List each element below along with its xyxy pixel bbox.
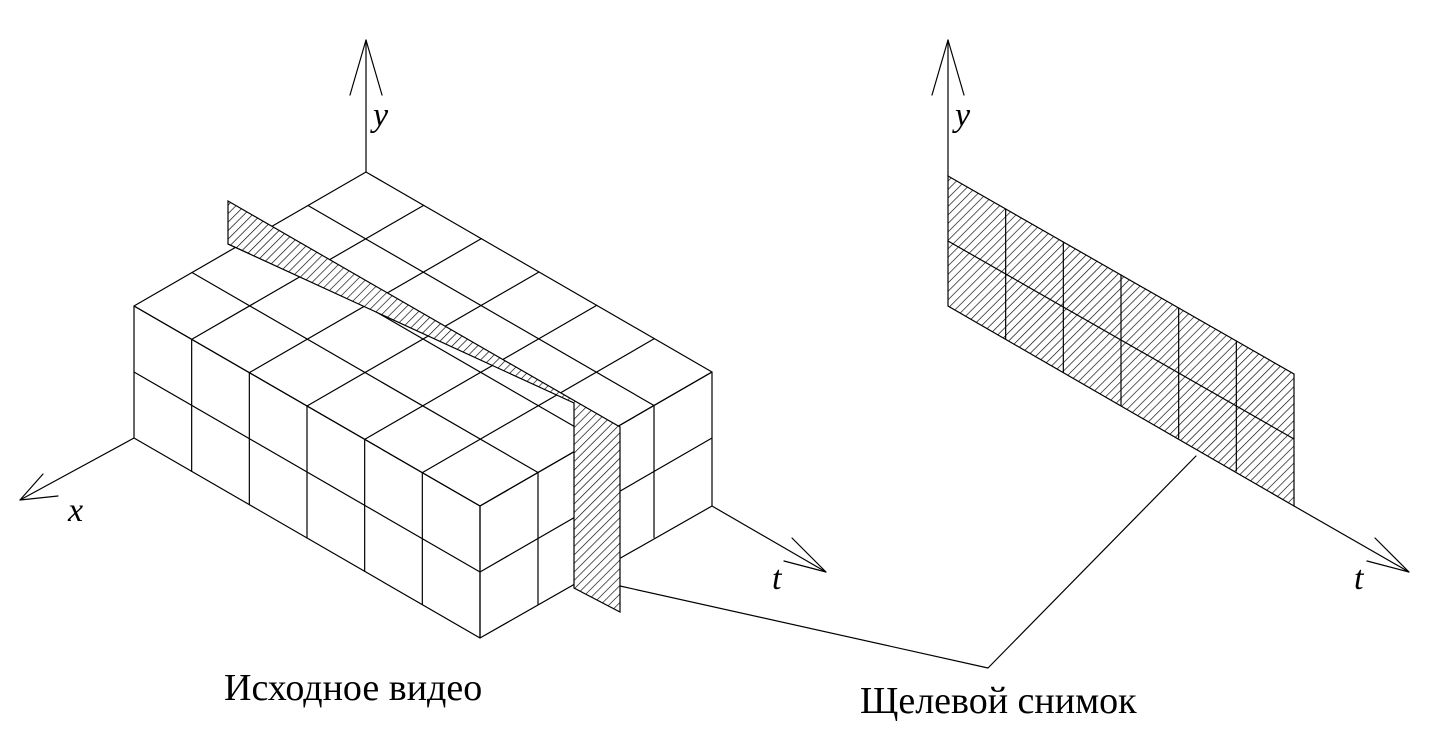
left-y-axis [349,39,383,173]
right-t-axis [1293,505,1410,573]
slit-image-diagram: y t Щелевой снимок [860,39,1410,722]
top-grid-line [306,271,540,407]
source-video-diagram: y x t Исходное видео [19,39,827,709]
top-grid-line [364,304,598,440]
slit-grid-line [947,240,1295,440]
right-y-axis [931,39,965,177]
slit-connector-line [619,455,1197,669]
left-x-axis-label: x [67,492,83,529]
left-t-axis [711,505,827,573]
slit-image-grid [947,208,1295,472]
left-t-axis-label: t [772,560,783,597]
top-grid-line [421,338,655,474]
box-grid [133,204,713,606]
front-grid-line [133,371,481,573]
left-x-axis [19,437,135,501]
slit-image-caption: Щелевой снимок [860,680,1137,722]
left-y-axis-label: y [370,97,389,134]
source-video-caption: Исходное видео [224,667,482,709]
right-y-axis-label: y [952,97,971,134]
right-t-axis-label: t [1354,560,1365,597]
